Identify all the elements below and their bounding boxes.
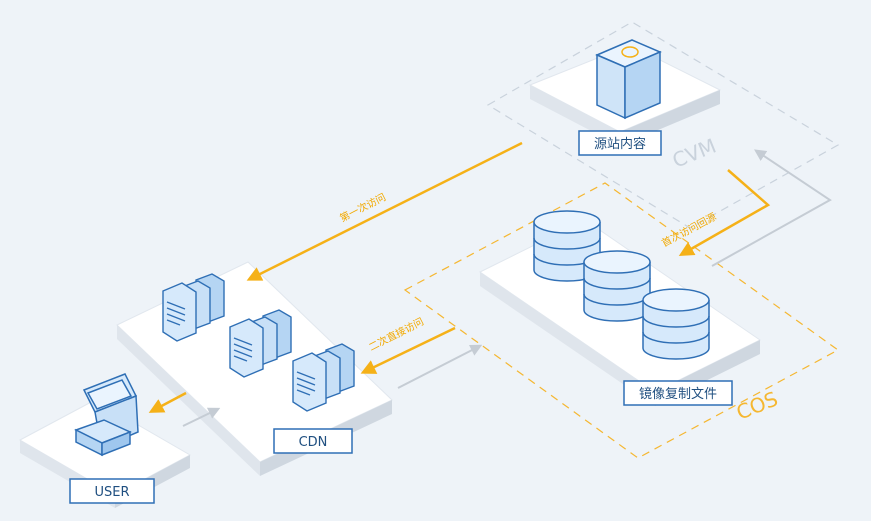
origin-label: 源站内容: [594, 136, 646, 152]
cos-to-origin-arrow: [711, 149, 832, 267]
cdn-server-icon-3: [292, 343, 355, 412]
first-visit-arrow: [246, 141, 523, 281]
database-icon-2: [583, 250, 651, 322]
cdn-server-icon-2: [229, 309, 292, 378]
cos-zone: 镜像复制文件 COS: [403, 182, 840, 459]
cdn-to-user-arrow: [148, 391, 187, 413]
mirror-label: 镜像复制文件: [639, 387, 717, 402]
user-to-cdn-arrow: [182, 407, 221, 427]
cdn-server-icon-1: [162, 273, 225, 342]
cdn-node: CDN: [116, 261, 393, 476]
backsource-arrow: [678, 169, 771, 256]
user-label-box: USER: [69, 478, 155, 504]
second-visit-label: 二次直接访问: [366, 315, 425, 354]
origin-label-box: 源站内容: [578, 130, 662, 156]
user-node: USER: [18, 373, 192, 508]
cvm-zone: 源站内容 CVM: [486, 21, 840, 229]
second-visit-arrow: [360, 326, 456, 374]
cvm-zone-label: CVM: [669, 134, 720, 173]
cdn-label-box: CDN: [273, 428, 353, 454]
first-visit-label: 第一次访问: [337, 190, 387, 224]
backsource-label: 首次访问回源: [659, 210, 718, 250]
origin-server-icon: [595, 39, 662, 120]
database-icon-3: [642, 288, 710, 360]
cloud-icon: [621, 46, 639, 58]
mirror-label-box: 镜像复制文件: [623, 380, 733, 406]
user-label: USER: [94, 485, 129, 500]
cvm-zone-border: [486, 21, 840, 229]
arrows: [148, 141, 832, 427]
cos-zone-label: COS: [733, 386, 781, 424]
computer-icon: [74, 373, 139, 457]
cdn-to-cos-arrow: [397, 344, 483, 389]
cdn-label: CDN: [299, 435, 328, 450]
